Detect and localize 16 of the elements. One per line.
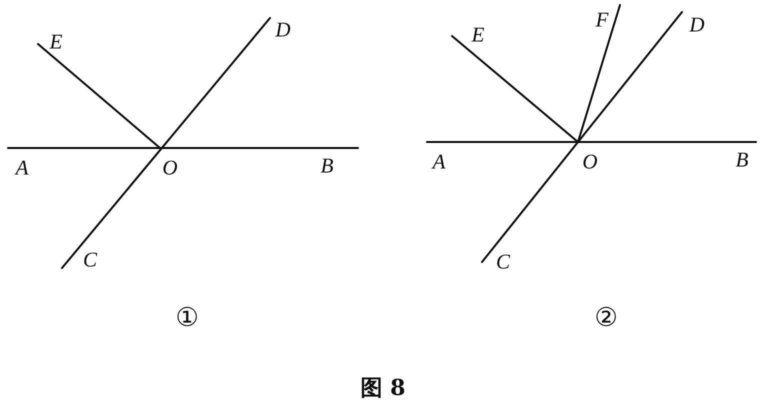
point-label: B (320, 156, 334, 176)
point-label: O (582, 152, 598, 172)
point-label: C (496, 252, 510, 272)
point-label: E (50, 32, 62, 52)
point-label: F (596, 10, 608, 30)
point-label: D (689, 14, 705, 36)
point-label: B (736, 150, 748, 170)
point-label: E (472, 24, 484, 46)
figure-caption: 图 8 (360, 374, 406, 403)
point-label: C (83, 250, 97, 270)
point-label: A (432, 152, 446, 172)
point-label: A (16, 158, 28, 178)
point-label: D (275, 20, 291, 40)
figure-number: ① (176, 305, 198, 331)
figure-number: ② (594, 305, 618, 331)
point-label: O (162, 158, 178, 178)
